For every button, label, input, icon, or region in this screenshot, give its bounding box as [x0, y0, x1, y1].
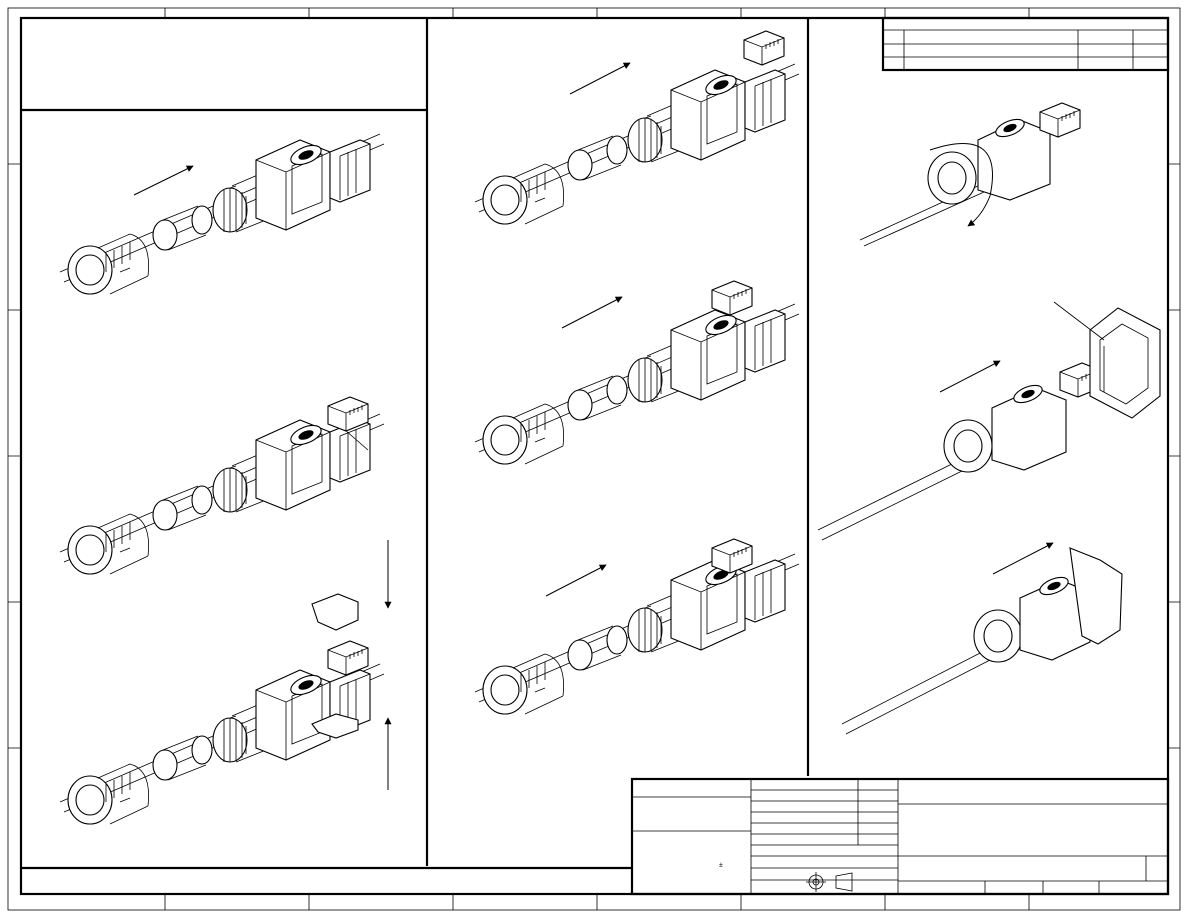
step-4-view: [474, 30, 800, 225]
title-block-mark: ±: [719, 862, 723, 869]
sheet-border: [7, 7, 1181, 911]
leader-line: [344, 429, 369, 451]
insert-arrow: [561, 296, 623, 329]
revision-table: [881, 16, 1170, 72]
lower-housing-clip: [311, 713, 359, 739]
insert-arrow: [939, 360, 1001, 393]
step-1-view: [59, 133, 385, 295]
step-2-view: [59, 396, 385, 575]
step-8-view: [817, 301, 1161, 541]
panel-receptacle: [1053, 301, 1161, 419]
step-7-view: [859, 102, 1081, 247]
title-block: ±: [630, 777, 1170, 896]
step-6-view: [474, 538, 800, 715]
view-dividers: [21, 18, 810, 870]
insert-arrow: [992, 542, 1054, 575]
first-angle-projection-icon: [806, 872, 853, 892]
step-5-view: [474, 280, 800, 465]
upper-housing-clip: [311, 593, 359, 631]
insert-arrow: [133, 165, 194, 196]
rotate-arrow: [929, 143, 993, 227]
step-9-view: [841, 542, 1123, 735]
panel-receptacle: [1069, 547, 1123, 645]
insert-arrow: [569, 62, 631, 95]
step-3-view: [59, 540, 392, 825]
insert-arrow: [545, 564, 607, 597]
